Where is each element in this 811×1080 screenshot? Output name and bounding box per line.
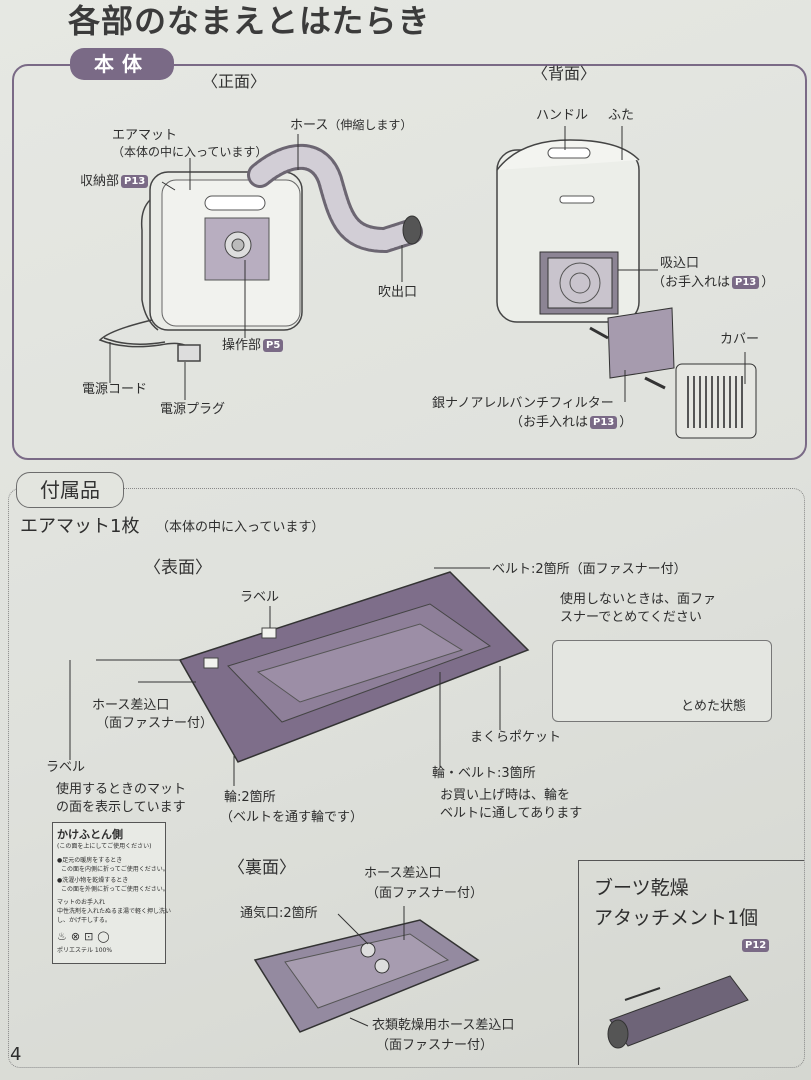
cover-illustration — [644, 363, 757, 439]
clothes-hose-inlet-note: （面ファスナー付） — [376, 1038, 494, 1053]
outlet-label: 吹出口 — [378, 285, 418, 300]
care-symbols-icon: ♨⊗⊡◯ — [57, 930, 114, 943]
cover-label: カバー — [720, 332, 760, 347]
lid-label: ふた — [608, 108, 635, 123]
fastened-state-label: とめた状態 — [681, 699, 747, 714]
ring-note: （ベルトを通す輪です） — [220, 810, 364, 825]
care-tag-material: ポリエステル 100% — [57, 947, 113, 954]
pillow-pocket-label: まくらポケット — [470, 730, 562, 745]
care-tag-line: この面を内側に折ってご使用ください。 — [61, 866, 169, 873]
power-cord-label: 電源コード — [82, 382, 148, 397]
ring-belt-label: 輪・ベルト:3箇所 — [432, 766, 536, 781]
page-ref-badge: P12 — [742, 939, 770, 952]
mat-back-illustration — [253, 919, 480, 1033]
front-heading: 〈正面〉 — [202, 72, 267, 91]
boots-attachment-illustration — [607, 975, 749, 1049]
filter-illustration — [589, 307, 675, 379]
back-heading: 〈背面〉 — [532, 64, 597, 83]
back-hose-inlet-note: （面ファスナー付） — [366, 886, 484, 901]
power-plug-label: 電源プラグ — [160, 402, 226, 417]
hose-inlet-label: ホース差込口 — [92, 698, 170, 713]
mat-title-note: （本体の中に入っています） — [156, 520, 325, 535]
care-tag-line: 中性洗剤を入れたぬるま湯で軽く押し洗い — [57, 908, 172, 915]
front-unit-illustration — [140, 171, 303, 331]
page-ref-badge: P5 — [263, 339, 284, 352]
filter-label: 銀ナノアレルバンチフィルター — [432, 396, 614, 411]
front-leader-lines — [109, 134, 403, 400]
back-unit-illustration — [496, 139, 640, 323]
care-tag-sub: (この面を上にしてご使用ください) — [57, 843, 152, 850]
mat-front-illustration — [178, 571, 530, 763]
hose-label: ホース（伸縮します） — [290, 118, 413, 133]
air-mat-note: （本体の中に入っています） — [112, 145, 268, 159]
care-tag-line: ●足元の暖房をするとき — [57, 857, 123, 864]
power-cord-illustration — [98, 319, 201, 362]
care-tag-line: この面を外側に折ってご使用ください。 — [61, 886, 169, 893]
accessories-tab: 付属品 — [16, 472, 124, 508]
mat-back-heading: 〈裏面〉 — [228, 858, 296, 878]
fastener-inset: とめた状態 — [552, 640, 772, 722]
vent-label: 通気口:2箇所 — [240, 906, 318, 921]
back-hose-inlet-label: ホース差込口 — [364, 866, 442, 881]
page-ref-badge: P13 — [121, 175, 149, 188]
boots-page-ref: P12 — [740, 938, 771, 954]
care-tag-line: し、かげ干しする。 — [57, 917, 111, 924]
mat-label-left-note2: の面を表示しています — [56, 800, 186, 815]
mat-front-heading: 〈表面〉 — [144, 558, 212, 578]
air-mat-label: エアマット — [112, 128, 178, 143]
mat-title: エアマット1枚 — [20, 516, 140, 537]
page-ref-badge: P13 — [590, 416, 618, 429]
belt-label: ベルト:2箇所（面ファスナー付） — [492, 562, 687, 577]
accessories-frame — [8, 488, 805, 1068]
mat-front-leader-lines — [69, 567, 501, 786]
mat-back-leader-lines — [337, 906, 405, 1027]
ring-belt-note1: お買い上げ時は、輪を — [440, 788, 571, 803]
boots-attachment-box — [578, 860, 804, 1065]
page-ref-badge: P13 — [732, 276, 760, 289]
boots-title-line2: アタッチメント1個 — [594, 907, 759, 929]
back-leader-lines — [564, 126, 746, 402]
page-title: 各部のなまえとはたらき — [68, 2, 431, 40]
handle-label: ハンドル — [536, 108, 589, 123]
care-tag: かけふとん側 (この面を上にしてご使用ください) ●足元の暖房をするとき この面… — [52, 822, 171, 964]
intake-label: 吸込口 — [660, 256, 700, 271]
body-section-tab: 本体 — [70, 48, 174, 80]
boots-title-line1: ブーツ乾燥 — [594, 877, 689, 899]
mat-label-top: ラベル — [240, 590, 280, 605]
care-tag-line: マットのお手入れ — [57, 899, 106, 906]
hose-illustration — [247, 143, 423, 254]
mat-label-left-note1: 使用するときのマット — [56, 782, 187, 797]
care-tag-line: ●洗濯小物を乾燥するとき — [57, 877, 129, 884]
ring-label: 輪:2箇所 — [224, 790, 276, 805]
care-tag-title: かけふとん側 — [57, 828, 123, 841]
hose-inlet-note: （面ファスナー付） — [96, 716, 214, 731]
mat-label-left: ラベル — [46, 760, 86, 775]
clothes-hose-inlet-label: 衣類乾燥用ホース差込口 — [372, 1018, 515, 1033]
page-number: 4 — [10, 1044, 22, 1065]
belt-note-line2: スナーでとめてください — [560, 610, 702, 625]
body-section-frame — [12, 64, 807, 460]
belt-note-line1: 使用しないときは、面ファ — [560, 592, 717, 607]
ring-belt-note2: ベルトに通してあります — [440, 806, 583, 821]
